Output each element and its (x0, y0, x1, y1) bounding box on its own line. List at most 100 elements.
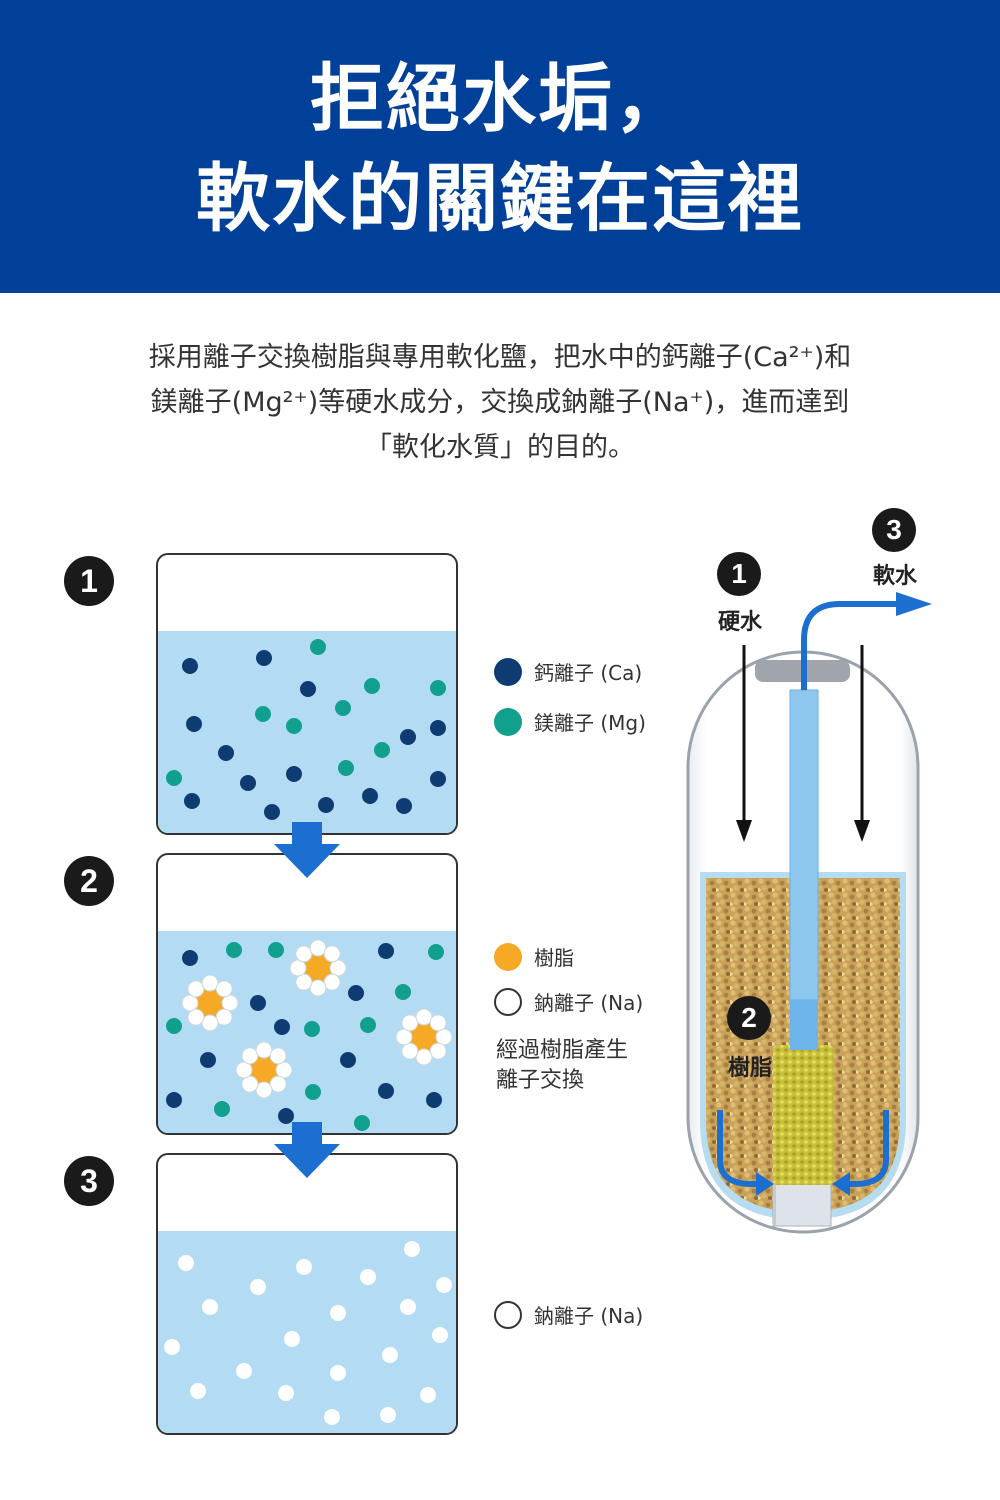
panel-hard-water (156, 553, 458, 835)
sodium-ion (187, 1008, 205, 1026)
bottom-flow-arrow-right (848, 1110, 889, 1187)
magnesium-ion (360, 1017, 376, 1033)
header-banner: 拒絕水垢， 軟水的關鍵在這裡 (0, 0, 1000, 293)
step-badge-2: 2 (64, 856, 114, 906)
magnesium-ion (226, 942, 242, 958)
calcium-ion (396, 798, 412, 814)
magnesium-ion (305, 1084, 321, 1100)
calcium-ion (426, 1092, 442, 1108)
sodium-ion (429, 1042, 447, 1060)
exchange-note: 經過樹脂產生 離子交換 (496, 1038, 629, 1093)
legend-sodium-result: 鈉離子 (Na) (494, 1300, 643, 1329)
bottom-flow-arrow-left (717, 1110, 758, 1187)
sodium-ion (201, 974, 219, 992)
magnesium-ion (354, 1115, 370, 1131)
sodium-ion (181, 994, 199, 1012)
magnesium-ion (374, 742, 390, 758)
calcium-ion (240, 775, 256, 791)
calcium-ion (378, 1083, 394, 1099)
sodium-ion (289, 959, 307, 977)
calcium-ion (430, 771, 446, 787)
tank-step-badge-1: 1 (717, 552, 761, 596)
calcium-dot-icon (494, 657, 522, 686)
calcium-ion (186, 716, 202, 732)
calcium-ion (300, 681, 316, 697)
sodium-ion (269, 1047, 287, 1065)
soft-water-flow-arrow (801, 601, 898, 690)
intro-line-3: 「軟化水質」的目的。 (365, 432, 635, 463)
title-line-1: 拒絕水垢， (310, 56, 690, 142)
calcium-ion (250, 995, 266, 1011)
magnesium-ion (364, 678, 380, 694)
step-badge-1: 1 (64, 556, 114, 606)
legend-resin: 樹脂 (494, 942, 574, 971)
sodium-ion (382, 1347, 398, 1363)
sodium-ion (309, 939, 327, 957)
legend-magnesium: 鎂離子 (Mg) (494, 707, 646, 736)
intro-text: 採用離子交換樹脂與專用軟化鹽，把水中的鈣離子(Ca²⁺)和 鎂離子(Mg²⁺)等… (70, 335, 930, 470)
sodium-ion (250, 1279, 266, 1295)
down-arrow-icon (274, 822, 340, 878)
sodium-ion (415, 1008, 433, 1026)
sodium-ion (330, 1305, 346, 1321)
softener-tank-illustration (686, 592, 932, 1234)
calcium-ion (278, 1108, 294, 1124)
magnesium-ion (214, 1101, 230, 1117)
calcium-ion (400, 729, 416, 745)
resin-label: 樹脂 (727, 1056, 772, 1081)
sodium-ion (235, 1061, 253, 1079)
calcium-ion (348, 985, 364, 1001)
sodium-ion (429, 1014, 447, 1032)
sodium-ion (323, 945, 341, 963)
calcium-ion (182, 950, 198, 966)
sodium-ion (269, 1075, 287, 1093)
arrow-down-icon (736, 820, 752, 842)
magnesium-ion (166, 1018, 182, 1034)
sodium-ion (404, 1241, 420, 1257)
sodium-ion (330, 1365, 346, 1381)
sodium-ion (178, 1255, 194, 1271)
sodium-ion (202, 1299, 218, 1315)
sodium-ion (221, 994, 239, 1012)
legend-sodium: 鈉離子 (Na) (494, 987, 643, 1016)
sodium-ion (164, 1339, 180, 1355)
sodium-ion (309, 979, 327, 997)
sodium-ion (401, 1014, 419, 1032)
magnesium-ion (310, 639, 326, 655)
sodium-dot-icon (494, 987, 522, 1016)
magnesium-ion (430, 680, 446, 696)
tank-step-badge-2: 2 (727, 996, 771, 1040)
calcium-ion (318, 797, 334, 813)
sodium-ion (415, 1048, 433, 1066)
arrow-left-icon (832, 1172, 850, 1196)
calcium-ion (264, 804, 280, 820)
sodium-ion (241, 1047, 259, 1065)
sodium-ion (395, 1028, 413, 1046)
sodium-dots (164, 1241, 452, 1425)
tank-step-badge-3: 3 (872, 508, 916, 552)
sodium-ion (241, 1075, 259, 1093)
magnesium-ion (268, 942, 284, 958)
calcium-ion (362, 788, 378, 804)
sodium-ion (435, 1028, 453, 1046)
sodium-ion (380, 1407, 396, 1423)
sodium-ion (323, 973, 341, 991)
panel-soft-water (156, 1153, 458, 1435)
calcium-ion (274, 1019, 290, 1035)
magnesium-ion (286, 718, 302, 734)
hard-water-label: 硬水 (717, 610, 762, 635)
sodium-ion (187, 980, 205, 998)
calcium-ion (430, 720, 446, 736)
sodium-ion (295, 945, 313, 963)
magnesium-ion (428, 944, 444, 960)
sodium-ion (215, 1008, 233, 1026)
sodium-ion (360, 1269, 376, 1285)
sodium-ion (400, 1299, 416, 1315)
sodium-ion (295, 973, 313, 991)
arrow-right-icon (756, 1172, 774, 1196)
magnesium-ion (304, 1021, 320, 1037)
calcium-ion (256, 650, 272, 666)
sodium-ion (255, 1041, 273, 1059)
sodium-ion (236, 1363, 252, 1379)
filter-core (773, 1045, 833, 1185)
